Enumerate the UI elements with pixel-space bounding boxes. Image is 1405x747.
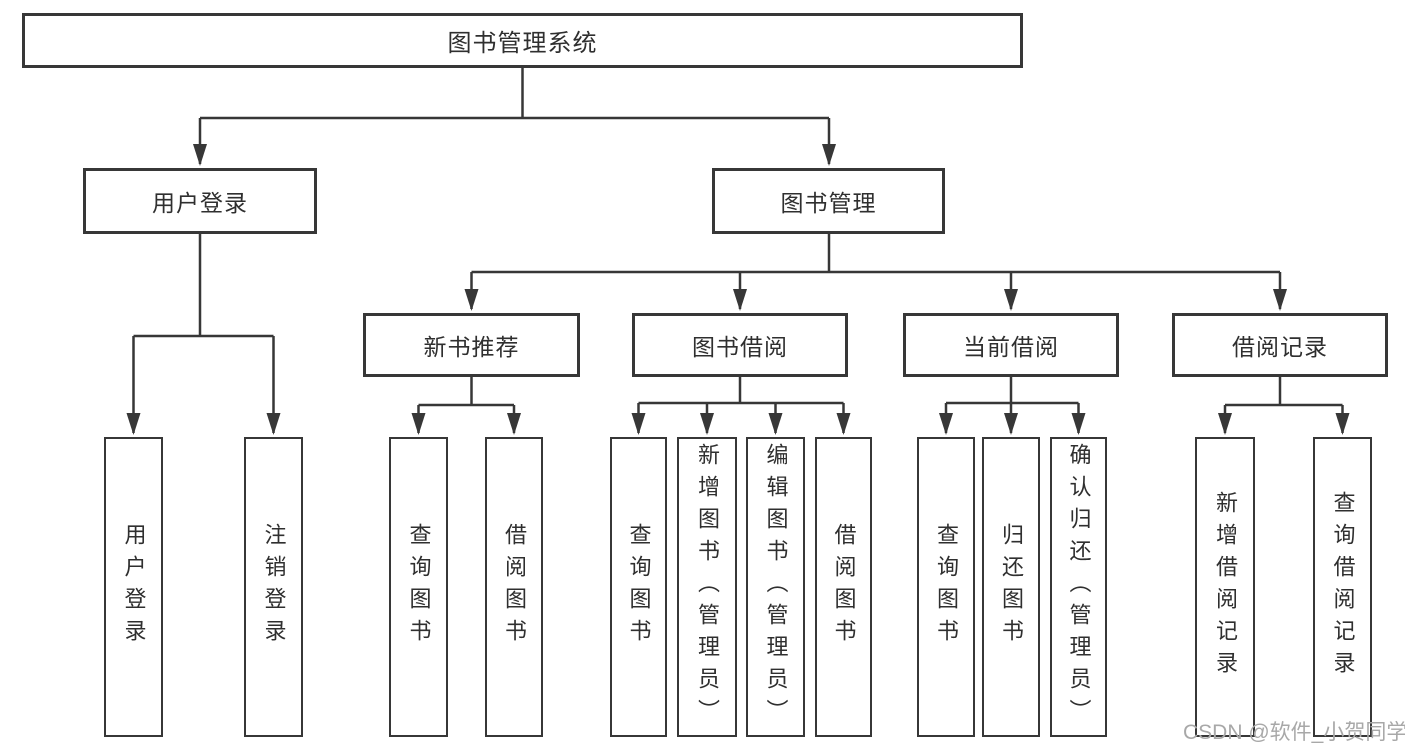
node-leaf-add-books-admin-label: 新增图书（管理员） (695, 443, 720, 731)
node-leaf-borrow-books-borrowing: 借阅图书 (815, 437, 872, 737)
node-book-borrowing: 图书借阅 (632, 313, 848, 377)
node-leaf-confirm-return-admin: 确认归还（管理员） (1050, 437, 1107, 737)
node-book-management-label: 图书管理 (780, 190, 877, 216)
node-leaf-edit-books-admin-label: 编辑图书（管理员） (763, 443, 789, 731)
node-leaf-query-books-recommend-label: 查询图书 (406, 523, 432, 651)
node-leaf-edit-books-admin: 编辑图书（管理员） (746, 437, 805, 737)
node-current-borrowing-label: 当前借阅 (963, 334, 1059, 360)
node-leaf-query-books-recommend: 查询图书 (389, 437, 448, 737)
node-book-management: 图书管理 (712, 168, 945, 234)
node-root-label: 图书管理系统 (447, 30, 598, 57)
node-leaf-logout-login: 注销登录 (244, 437, 303, 737)
node-leaf-return-books: 归还图书 (982, 437, 1040, 737)
node-current-borrowing: 当前借阅 (903, 313, 1119, 377)
node-leaf-add-borrow-record-label: 新增借阅记录 (1213, 491, 1238, 683)
node-leaf-query-books-borrowing-label: 查询图书 (626, 523, 652, 651)
node-leaf-add-borrow-record: 新增借阅记录 (1195, 437, 1255, 737)
node-new-book-recommend: 新书推荐 (363, 313, 580, 377)
node-leaf-query-borrow-record: 查询借阅记录 (1313, 437, 1372, 737)
node-leaf-borrow-books-recommend-label: 借阅图书 (502, 523, 527, 651)
csdn-watermark: CSDN @软件_小贺同学 (1183, 721, 1405, 744)
node-leaf-confirm-return-admin-label: 确认归还（管理员） (1066, 443, 1092, 731)
node-new-book-recommend-label: 新书推荐 (423, 334, 520, 360)
node-user-login: 用户登录 (83, 168, 317, 234)
node-leaf-user-login-label: 用户登录 (121, 523, 147, 651)
node-root-library-system: 图书管理系统 (22, 13, 1023, 68)
node-borrowing-records-label: 借阅记录 (1232, 334, 1328, 360)
node-leaf-add-books-admin: 新增图书（管理员） (677, 437, 737, 737)
node-leaf-query-borrow-record-label: 查询借阅记录 (1330, 491, 1356, 683)
node-leaf-user-login: 用户登录 (104, 437, 163, 737)
node-leaf-borrow-books-recommend: 借阅图书 (485, 437, 543, 737)
node-leaf-logout-login-label: 注销登录 (261, 523, 287, 651)
node-leaf-query-books-current-label: 查询图书 (934, 523, 959, 651)
node-leaf-borrow-books-borrowing-label: 借阅图书 (831, 523, 857, 651)
node-borrowing-records: 借阅记录 (1172, 313, 1388, 377)
node-leaf-query-books-current: 查询图书 (917, 437, 975, 737)
node-leaf-query-books-borrowing: 查询图书 (610, 437, 667, 737)
node-leaf-return-books-label: 归还图书 (999, 523, 1024, 651)
node-user-login-label: 用户登录 (152, 190, 248, 216)
node-book-borrowing-label: 图书借阅 (692, 334, 788, 360)
